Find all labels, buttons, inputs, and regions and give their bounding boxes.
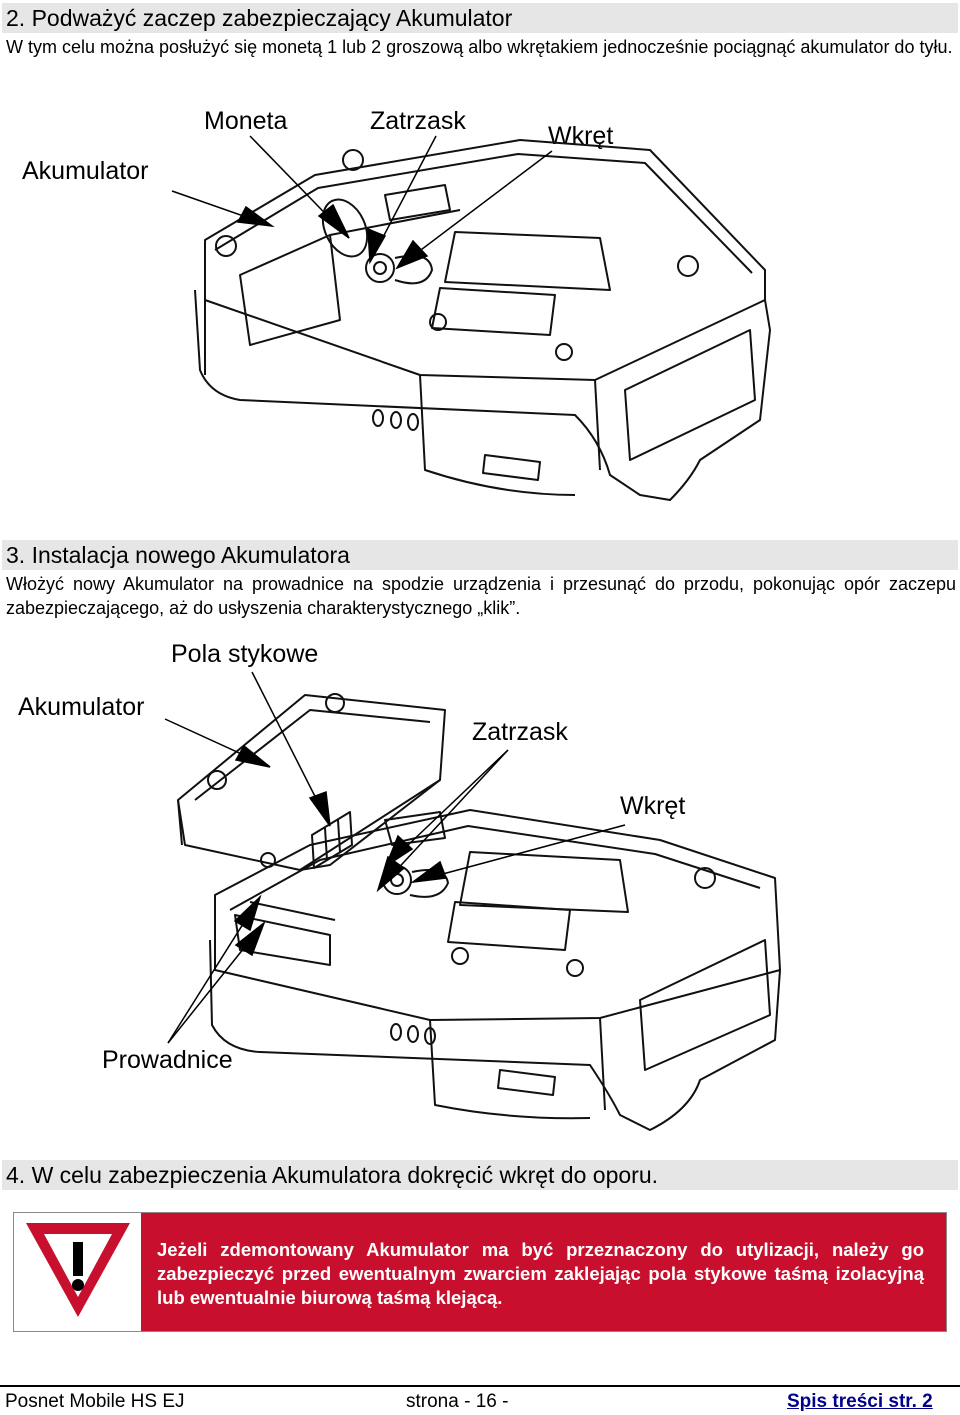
section-3-heading: 3. Instalacja nowego Akumulatora [2, 540, 958, 570]
label-wkret-2: Wkręt [620, 792, 686, 820]
toc-link[interactable]: Spis treści str. 2 [787, 1391, 933, 1412]
device-battery-removal-illustration [171, 135, 771, 501]
footer-product: Posnet Mobile HS EJ [5, 1391, 185, 1412]
warning-box: Jeżeli zdemontowany Akumulator ma być pr… [13, 1212, 947, 1332]
warning-triangle-exclamation-icon [26, 1223, 130, 1317]
label-prowadnice: Prowadnice [102, 1046, 233, 1074]
footer-divider [0, 1385, 960, 1387]
label-pola-stykowe: Pola stykowe [171, 640, 319, 668]
device-battery-install-illustration [164, 671, 781, 1131]
section-2-paragraph: W tym celu można posłużyć się monetą 1 l… [6, 37, 953, 57]
section-4-heading: 4. W celu zabezpieczenia Akumulatora dok… [2, 1160, 958, 1190]
warning-icon-cell [14, 1213, 139, 1331]
section-3-paragraph: Włożyć nowy Akumulator na prowadnice na … [6, 574, 956, 618]
label-zatrzask-2: Zatrzask [472, 718, 568, 746]
section-2-heading: 2. Podważyć zaczep zabezpieczający Akumu… [2, 3, 958, 33]
label-akumulator-2: Akumulator [18, 693, 145, 721]
label-moneta: Moneta [204, 107, 288, 135]
label-zatrzask-1: Zatrzask [370, 107, 466, 135]
footer-page-number: strona - 16 - [406, 1391, 509, 1412]
warning-text: Jeżeli zdemontowany Akumulator ma być pr… [141, 1213, 946, 1331]
label-akumulator-1: Akumulator [22, 157, 149, 185]
